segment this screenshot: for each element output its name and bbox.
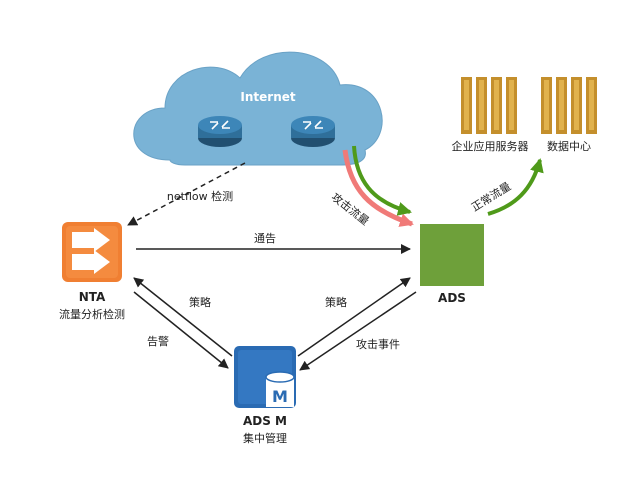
router-icon bbox=[291, 116, 335, 147]
alarm-to-adsm-arrow bbox=[133, 291, 229, 369]
inbound-traffic-arrow bbox=[352, 145, 412, 216]
attack-traffic-arrow bbox=[342, 149, 414, 227]
adsm-badge: M bbox=[272, 387, 288, 406]
nta-title: NTA bbox=[79, 290, 106, 304]
adsm-subtitle: 集中管理 bbox=[243, 431, 287, 445]
netflow-label: netflow 检测 bbox=[167, 189, 233, 203]
normal-traffic-arrow bbox=[487, 158, 544, 216]
router-icon bbox=[198, 116, 242, 147]
server-icon bbox=[461, 77, 517, 134]
normal-traffic-label: 正常流量 bbox=[469, 179, 514, 214]
internet-cloud: Internet bbox=[133, 51, 383, 166]
ads-icon bbox=[420, 224, 484, 286]
netflow-arrow bbox=[127, 162, 246, 226]
attack-event-label: 攻击事件 bbox=[356, 337, 400, 351]
policy-to-ads-arrow bbox=[297, 277, 411, 357]
nta-subtitle: 流量分析检测 bbox=[59, 307, 125, 321]
adsm-title: ADS M bbox=[243, 414, 287, 428]
datacenter-label: 数据中心 bbox=[547, 139, 591, 153]
cloud-label: Internet bbox=[240, 90, 295, 104]
policy-to-nta-arrow bbox=[133, 277, 233, 357]
datacenter-icon bbox=[541, 77, 597, 134]
ads-title: ADS bbox=[438, 291, 466, 305]
attack-event-arrow bbox=[299, 291, 417, 371]
policy-left-label: 策略 bbox=[189, 295, 211, 309]
nta-icon bbox=[62, 222, 122, 282]
policy-right-label: 策略 bbox=[325, 295, 347, 309]
notify-label: 通告 bbox=[254, 232, 276, 245]
adsm-icon: M bbox=[234, 346, 296, 408]
enterprise-server-label: 企业应用服务器 bbox=[452, 139, 529, 153]
alarm-label: 告警 bbox=[147, 334, 169, 348]
